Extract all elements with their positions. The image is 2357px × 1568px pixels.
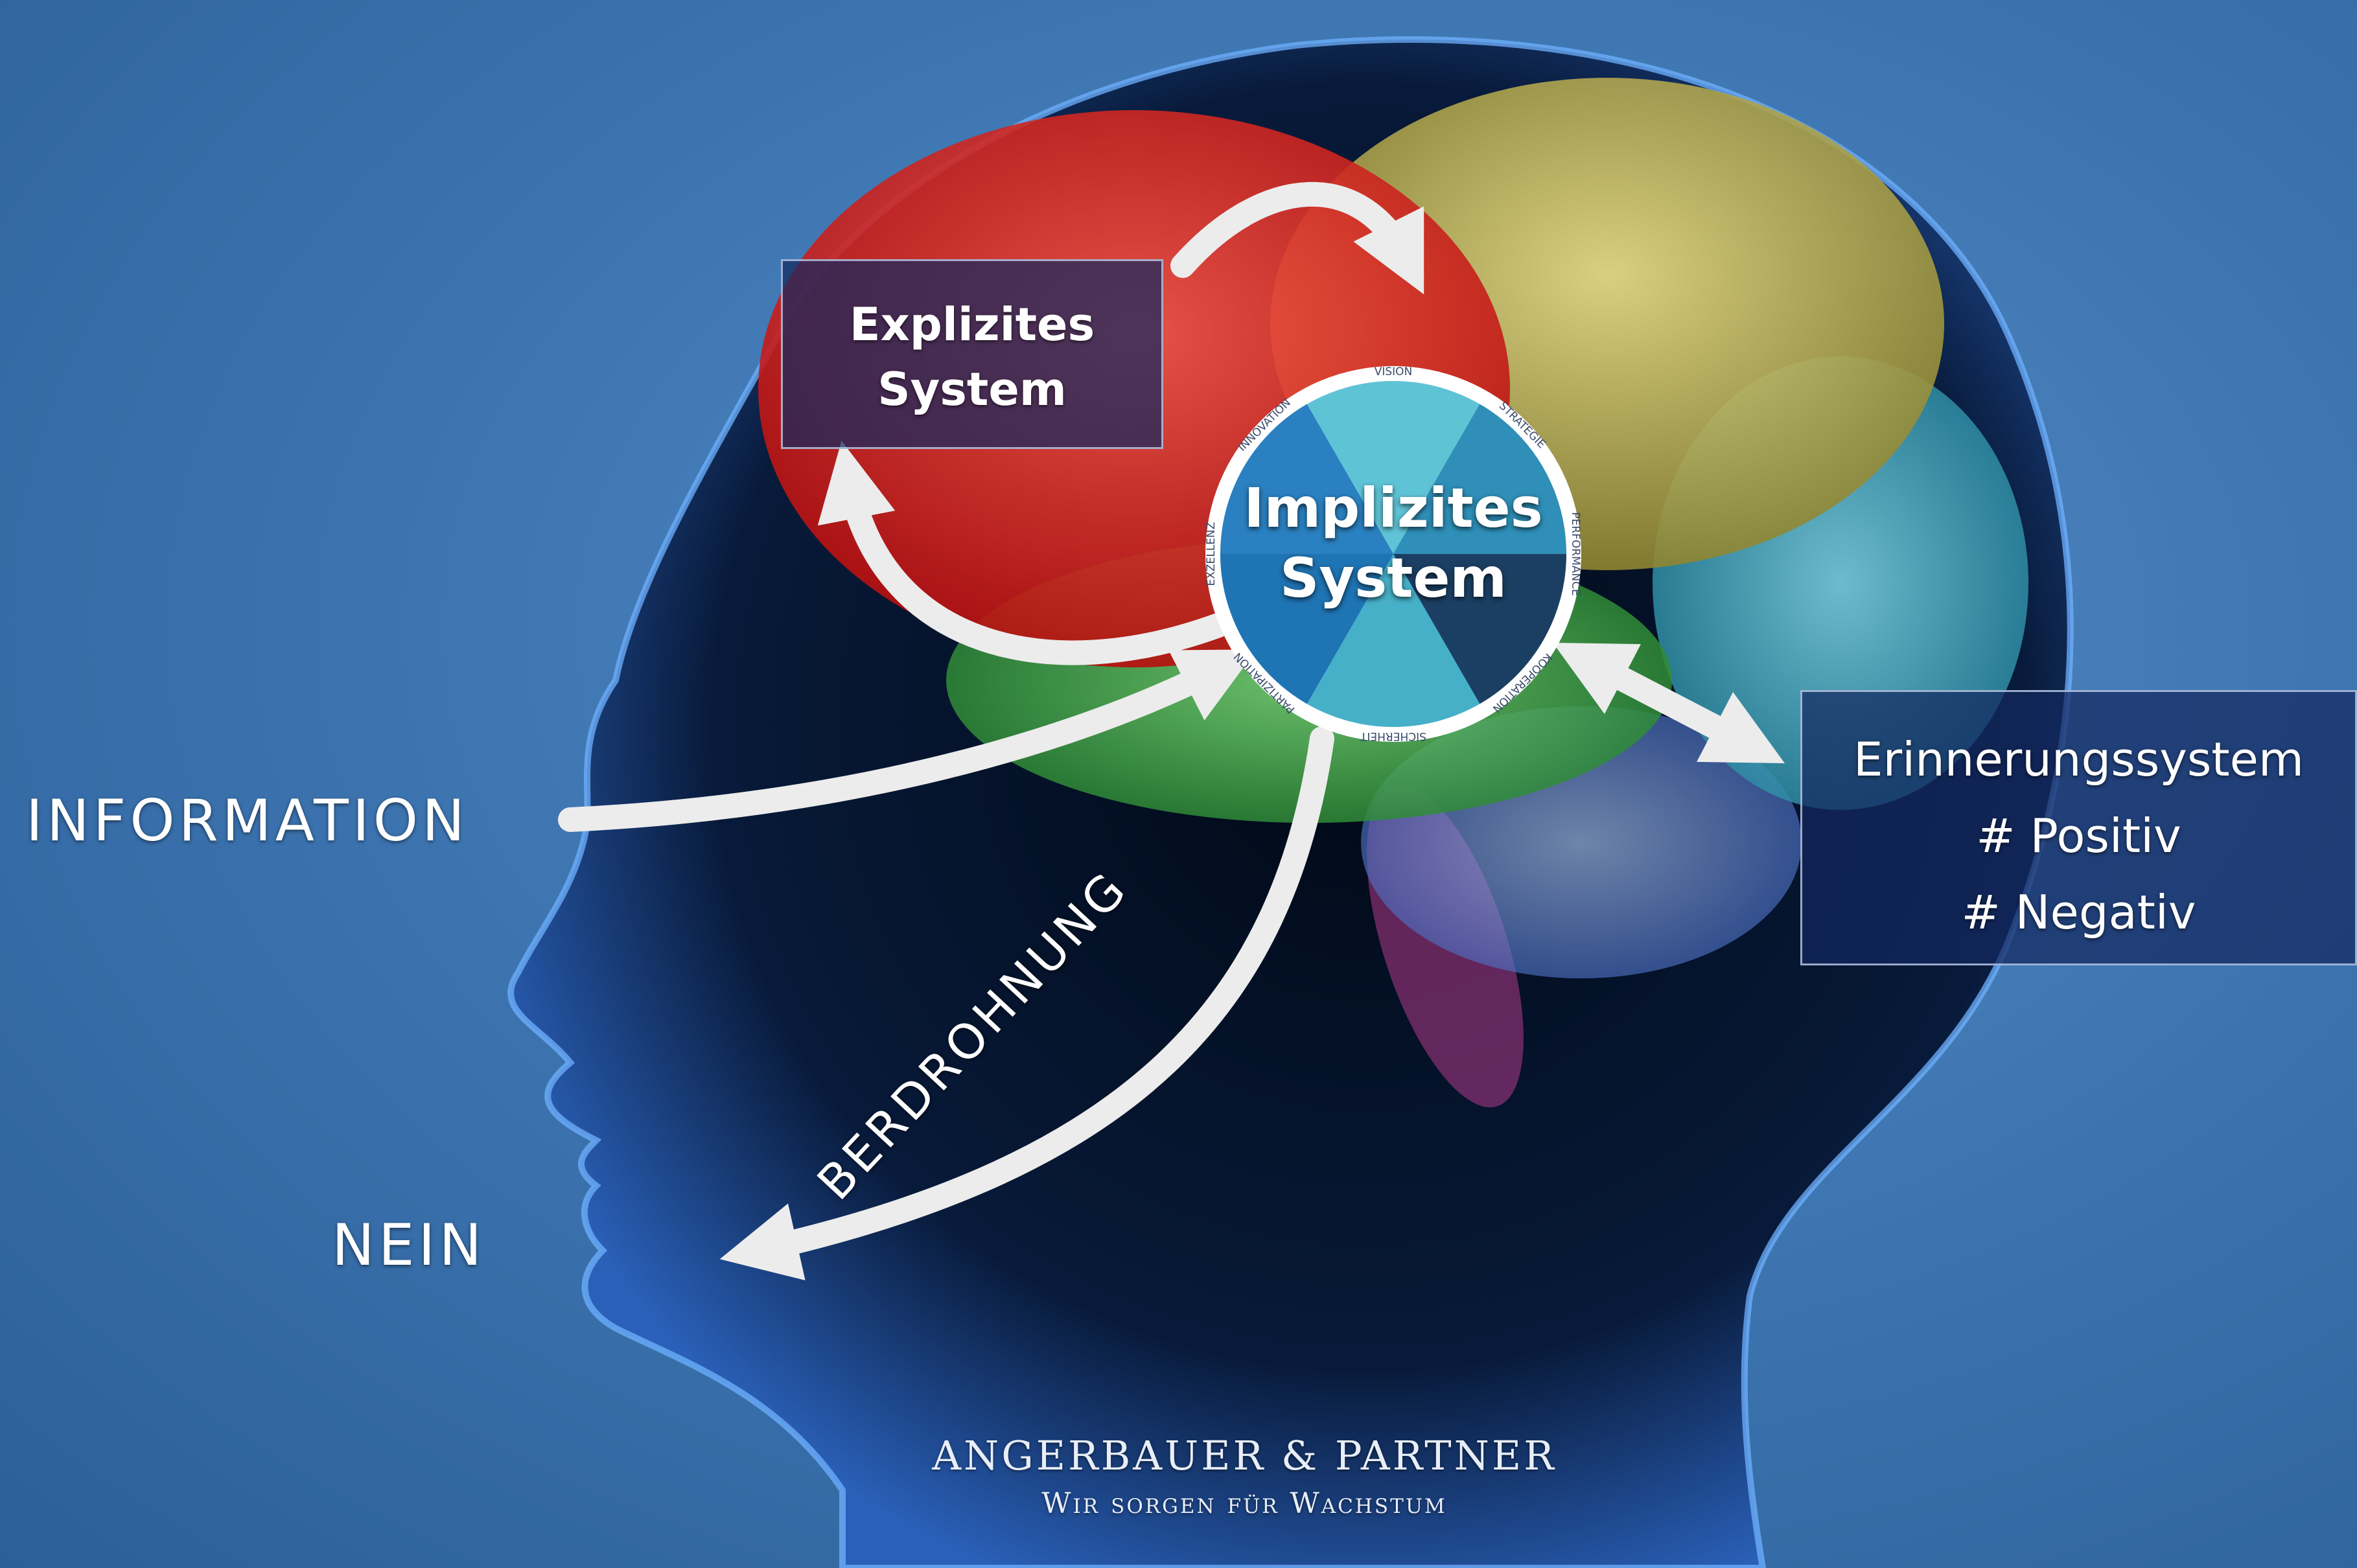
memory-system-title: Erinnerungssystem — [1802, 721, 2355, 798]
wheel-label: SICHERHEIT — [1360, 730, 1426, 743]
explicit-system-box: Explizites System — [781, 259, 1163, 449]
explicit-system-line2: System — [783, 357, 1161, 422]
implicit-system-line1: Implizites — [1205, 473, 1581, 543]
wheel-label: VISION — [1375, 365, 1413, 378]
brand-tagline: Wir sorgen für Wachstum — [778, 1487, 1711, 1520]
brand-name: ANGERBAUER & PARTNER — [778, 1432, 1711, 1479]
explicit-system-line1: Explizites — [783, 292, 1161, 357]
memory-system-negative: # Negativ — [1802, 874, 2355, 951]
implicit-system-label: Implizites System — [1205, 473, 1581, 613]
memory-system-box: Erinnerungssystem # Positiv # Negativ — [1800, 690, 2357, 965]
information-label: INFORMATION — [26, 787, 469, 854]
nein-label: NEIN — [332, 1212, 485, 1278]
implicit-system-line2: System — [1205, 543, 1581, 613]
memory-system-positive: # Positiv — [1802, 798, 2355, 874]
